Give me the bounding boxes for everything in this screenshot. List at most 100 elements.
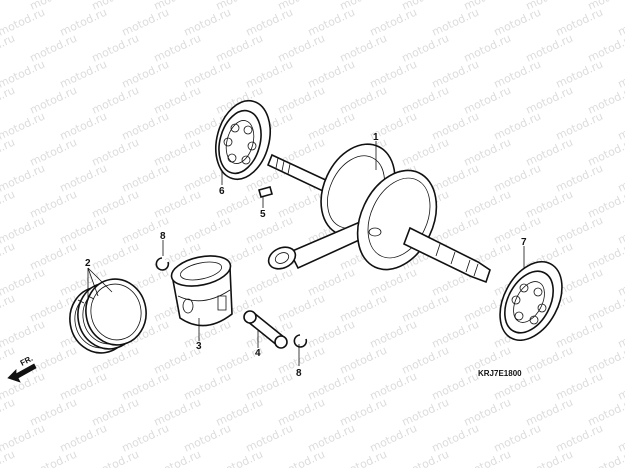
watermark-text: motod.ru bbox=[120, 6, 171, 39]
watermark-text: motod.ru bbox=[616, 318, 625, 351]
watermark-text: motod.ru bbox=[0, 188, 17, 221]
watermark-text: motod.ru bbox=[616, 422, 625, 455]
front-arrow-icon bbox=[7, 363, 37, 383]
watermark-text: motod.ru bbox=[586, 84, 625, 117]
callout-5: 5 bbox=[260, 209, 266, 220]
watermark-text: motod.ru bbox=[0, 84, 17, 117]
watermark-text: motod.ru bbox=[616, 214, 625, 247]
watermark-text: motod.ru bbox=[586, 188, 625, 221]
watermark-text: motod.ru bbox=[244, 58, 295, 91]
piston-pin-clip-lower bbox=[293, 334, 308, 348]
watermark-text: motod.ru bbox=[182, 214, 233, 247]
watermark-text: motod.ru bbox=[492, 422, 543, 455]
watermark-text: motod.ru bbox=[554, 318, 605, 351]
piston bbox=[170, 255, 233, 327]
watermark-text: motod.ru bbox=[306, 370, 357, 403]
watermark-text: motod.ru bbox=[586, 240, 625, 273]
watermark-text: motod.ru bbox=[120, 422, 171, 455]
watermark-text: motod.ru bbox=[244, 214, 295, 247]
woodruff-key bbox=[258, 186, 273, 198]
watermark-text: motod.ru bbox=[430, 162, 481, 195]
crankshaft bbox=[266, 143, 491, 284]
watermark-text: motod.ru bbox=[616, 6, 625, 39]
watermark-text: motod.ru bbox=[58, 214, 109, 247]
leader-lines bbox=[87, 141, 525, 366]
watermark-text: motod.ru bbox=[182, 370, 233, 403]
watermark-text: motod.ru bbox=[492, 110, 543, 143]
watermark-text: motod.ru bbox=[244, 370, 295, 403]
diagram-code: KRJ7E1800 bbox=[478, 369, 522, 378]
watermark-text: motod.ru bbox=[462, 448, 513, 468]
watermark-text: motod.ru bbox=[368, 318, 419, 351]
watermark-text: motod.ru bbox=[616, 162, 625, 195]
watermark-text: motod.ru bbox=[554, 162, 605, 195]
watermark-text: motod.ru bbox=[244, 266, 295, 299]
callout-2: 2 bbox=[85, 258, 91, 269]
watermark-text: motod.ru bbox=[368, 370, 419, 403]
watermark-text: motod.ru bbox=[306, 6, 357, 39]
bearing-upper bbox=[215, 99, 271, 181]
watermark-text: motod.ru bbox=[492, 214, 543, 247]
callout-8-upper: 8 bbox=[160, 231, 166, 242]
watermark-text: motod.ru bbox=[306, 58, 357, 91]
watermark-text: motod.ru bbox=[616, 266, 625, 299]
watermark-text: motod.ru bbox=[338, 448, 389, 468]
watermark-text: motod.ru bbox=[554, 422, 605, 455]
callout-8-lower: 8 bbox=[296, 368, 302, 379]
watermark-text: motod.ru bbox=[430, 6, 481, 39]
watermark-text: motod.ru bbox=[554, 370, 605, 403]
watermark-text: motod.ru bbox=[430, 58, 481, 91]
watermark-text: motod.ru bbox=[430, 110, 481, 143]
watermark-text: motod.ru bbox=[586, 32, 625, 65]
watermark-text: motod.ru bbox=[524, 448, 575, 468]
watermark-text: motod.ru bbox=[430, 370, 481, 403]
watermark-text: motod.ru bbox=[244, 422, 295, 455]
watermark-text: motod.ru bbox=[58, 110, 109, 143]
watermark-text: motod.ru bbox=[306, 318, 357, 351]
watermark-text: motod.ru bbox=[616, 58, 625, 91]
watermark-text: motod.ru bbox=[58, 370, 109, 403]
watermark-text: motod.ru bbox=[152, 448, 203, 468]
watermark-text: motod.ru bbox=[400, 448, 451, 468]
piston-rings bbox=[69, 278, 147, 354]
watermark-text: motod.ru bbox=[58, 6, 109, 39]
watermark-text: motod.ru bbox=[120, 162, 171, 195]
watermark-text: motod.ru bbox=[276, 448, 327, 468]
callout-4: 4 bbox=[255, 348, 261, 359]
watermark-text: motod.ru bbox=[306, 110, 357, 143]
watermark-text: motod.ru bbox=[368, 266, 419, 299]
watermark-text: motod.ru bbox=[214, 448, 265, 468]
watermark-text: motod.ru bbox=[554, 110, 605, 143]
watermark-text: motod.ru bbox=[0, 32, 17, 65]
watermark-text: motod.ru bbox=[586, 292, 625, 325]
callout-6: 6 bbox=[219, 186, 225, 197]
watermark-text: motod.ru bbox=[58, 422, 109, 455]
watermark-text: motod.ru bbox=[120, 370, 171, 403]
watermark-text: motod.ru bbox=[616, 370, 625, 403]
watermark-text: motod.ru bbox=[616, 110, 625, 143]
watermark-text: motod.ru bbox=[492, 6, 543, 39]
watermark-text: motod.ru bbox=[306, 266, 357, 299]
watermark-text: motod.ru bbox=[0, 396, 17, 429]
piston-pin bbox=[243, 310, 288, 349]
watermark-text: motod.ru bbox=[244, 6, 295, 39]
watermark-text: motod.ru bbox=[182, 58, 233, 91]
bearing-right bbox=[499, 261, 563, 341]
callout-1: 1 bbox=[373, 132, 379, 143]
watermark-text: motod.ru bbox=[492, 58, 543, 91]
piston-pin-clip-upper bbox=[155, 257, 170, 271]
watermark-text: motod.ru bbox=[368, 58, 419, 91]
watermark-text: motod.ru bbox=[58, 162, 109, 195]
watermark-text: motod.ru bbox=[586, 396, 625, 429]
watermark-text: motod.ru bbox=[368, 6, 419, 39]
watermark-text: motod.ru bbox=[182, 422, 233, 455]
watermark-text: motod.ru bbox=[0, 292, 17, 325]
watermark-text: motod.ru bbox=[120, 58, 171, 91]
watermark-text: motod.ru bbox=[554, 6, 605, 39]
watermark-text: motod.ru bbox=[0, 240, 17, 273]
watermark-text: motod.ru bbox=[430, 422, 481, 455]
watermark-text: motod.ru bbox=[28, 448, 79, 468]
watermark-text: motod.ru bbox=[120, 110, 171, 143]
